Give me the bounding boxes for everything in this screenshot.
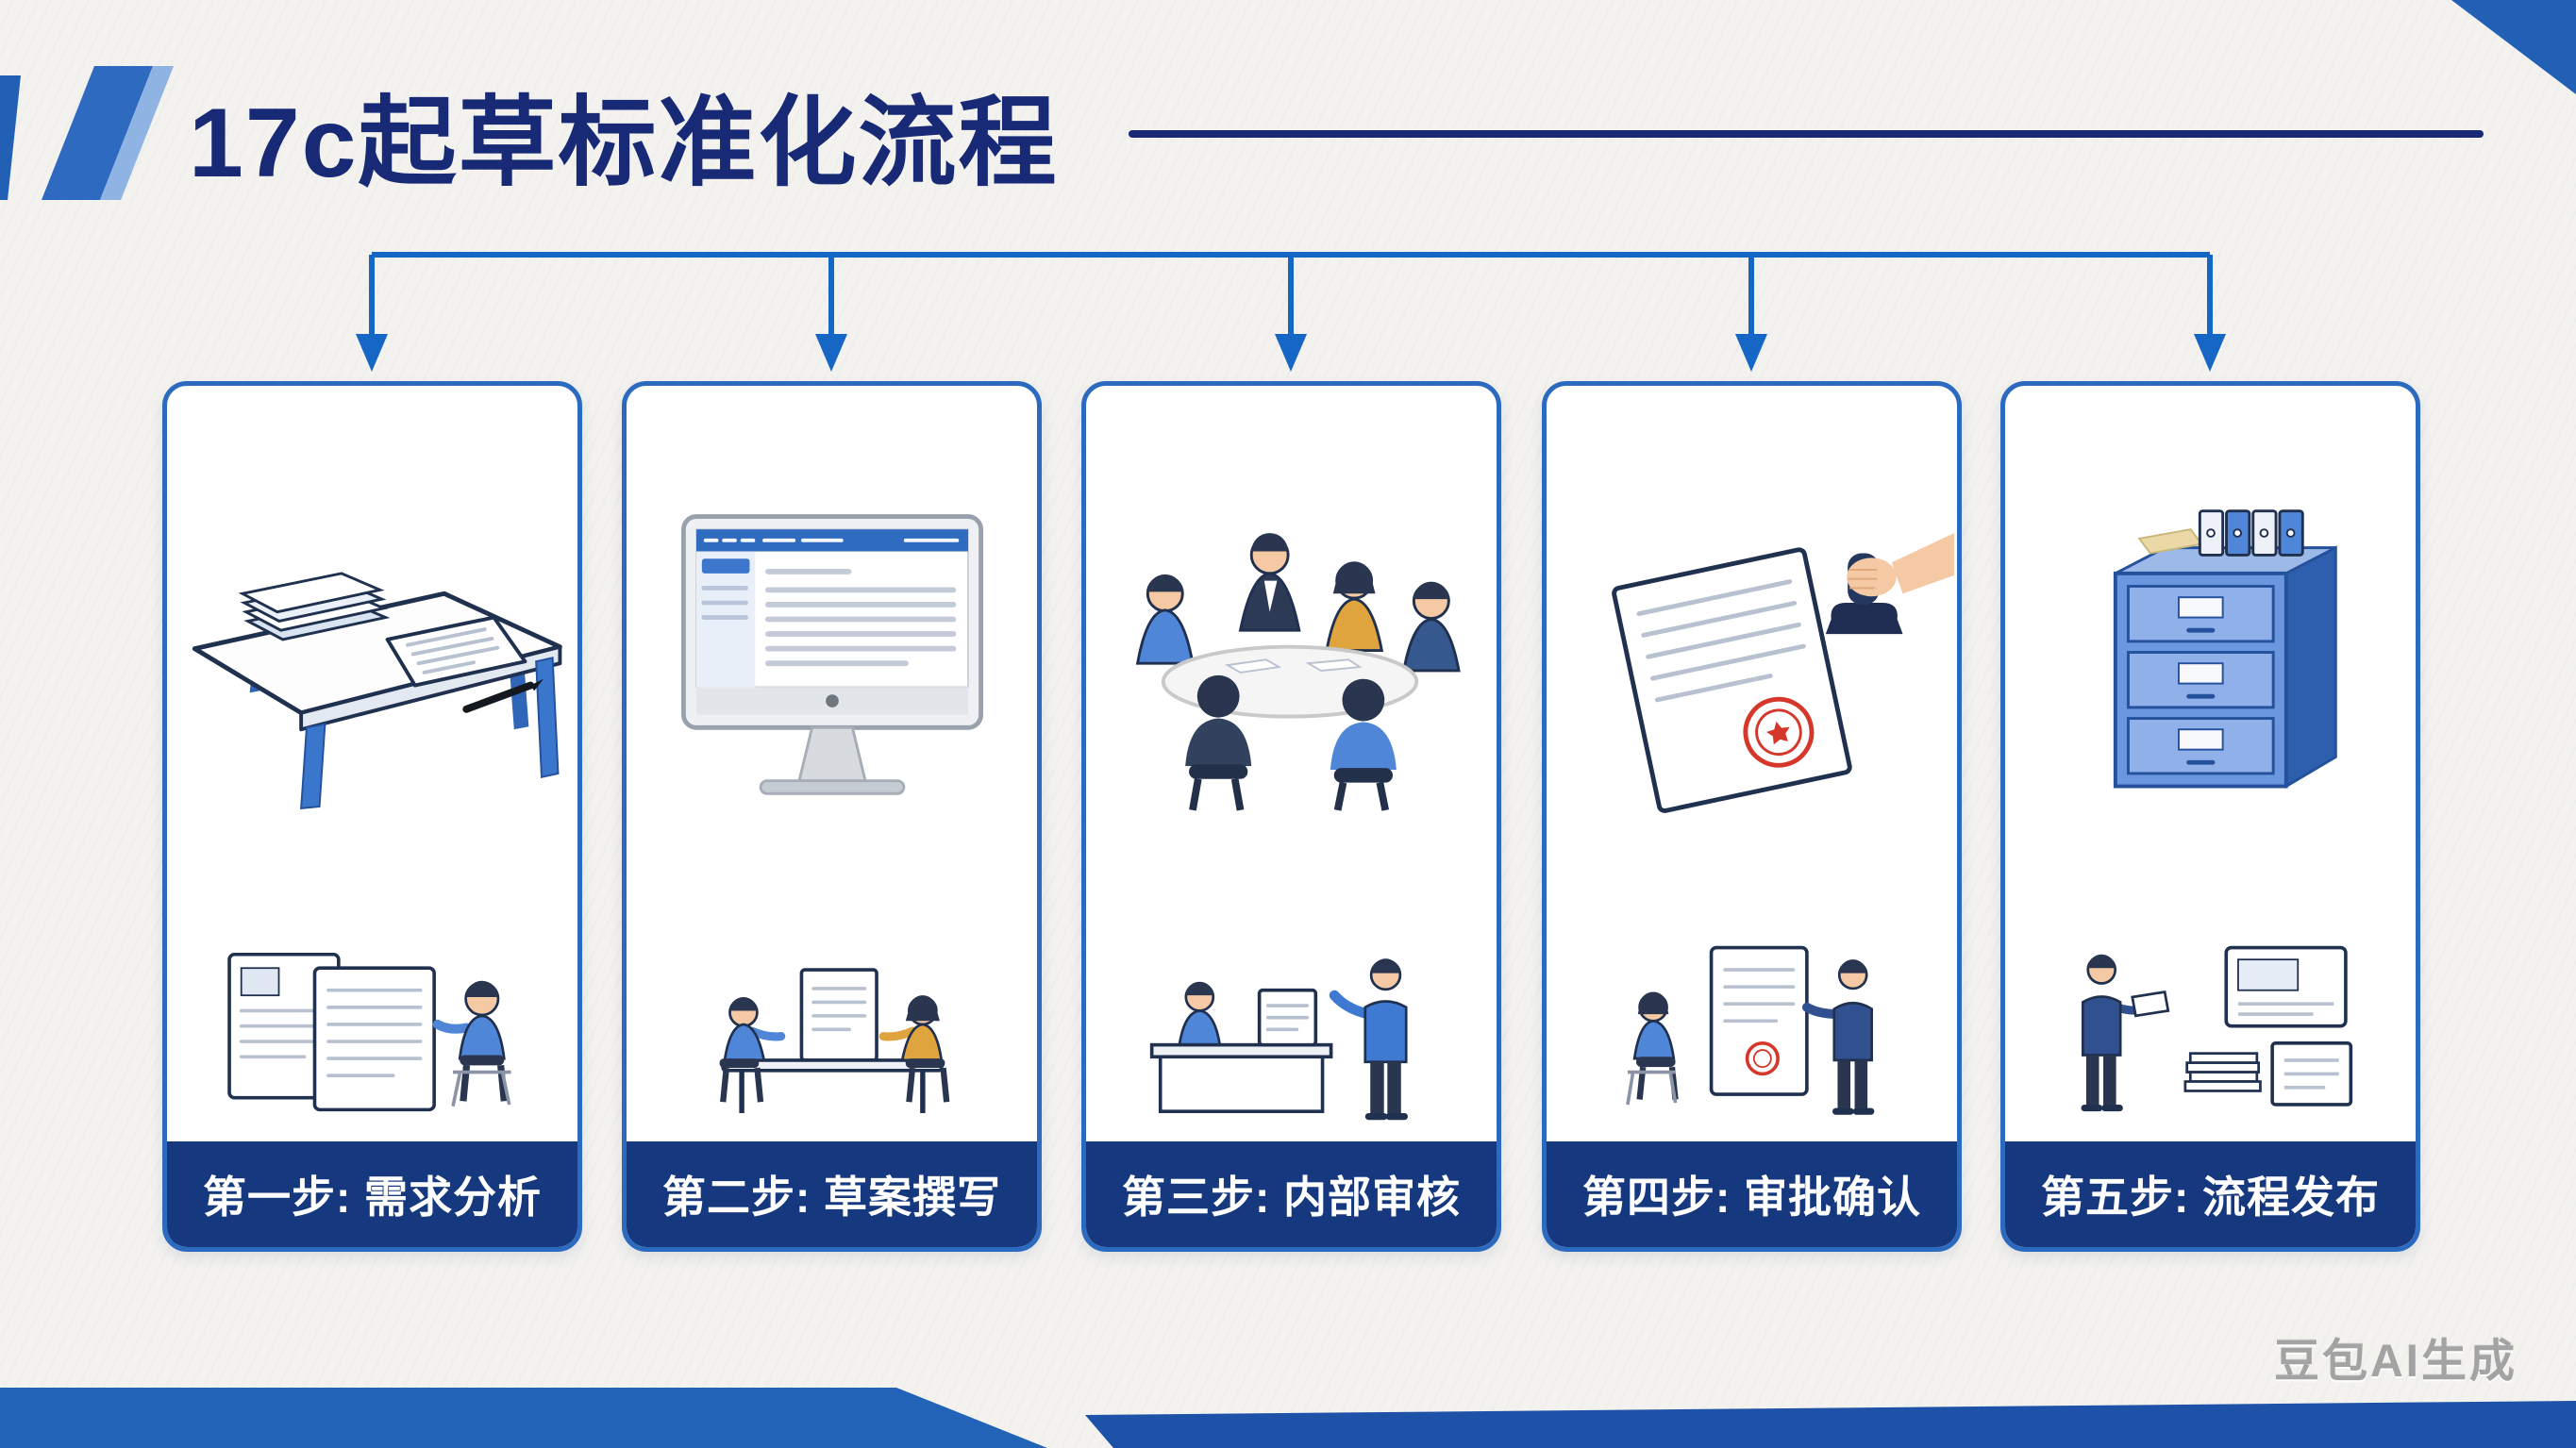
step5-label-bar: 第五步: 流程发布 bbox=[2005, 1141, 2416, 1247]
step5-main-illustration-area bbox=[2005, 386, 2416, 915]
step4-label-text: 第四步: 审批确认 bbox=[1581, 1173, 1922, 1222]
step5-label-text: 第五步: 流程发布 bbox=[2040, 1173, 2381, 1222]
step-card-3: 第三步: 内部审核 bbox=[1081, 381, 1501, 1252]
two-people-discussing-draft-illustration bbox=[719, 968, 949, 1113]
step-card-5: 第五步: 流程发布 bbox=[2000, 381, 2420, 1252]
document-stamping-illustration bbox=[1611, 533, 1954, 814]
person-archiving-documents-illustration bbox=[2081, 945, 2352, 1112]
page-title: 17c起草标准化流程 bbox=[189, 89, 1059, 198]
bottom-stripe-decoration bbox=[0, 1388, 2576, 1448]
watermark: 豆包AI生成 bbox=[2273, 1337, 2517, 1387]
reviewer-desk-presenter-illustration bbox=[1149, 958, 1408, 1121]
step1-label-text: 第一步: 需求分析 bbox=[202, 1173, 543, 1222]
corner-decoration-top-left bbox=[0, 66, 174, 200]
step4-main-illustration-area bbox=[1547, 386, 1957, 915]
step3-label-text: 第三步: 内部审核 bbox=[1121, 1173, 1462, 1222]
corner-decoration-top-right bbox=[2451, 0, 2576, 94]
step3-sub-illustration-area bbox=[1086, 915, 1497, 1149]
step1-sub-illustration-area bbox=[167, 915, 577, 1149]
step-card-1: 第一步: 需求分析 bbox=[162, 381, 582, 1252]
step1-main-illustration-area bbox=[167, 386, 577, 915]
step4-sub-illustration-area bbox=[1547, 915, 1957, 1149]
step1-label-bar: 第一步: 需求分析 bbox=[167, 1141, 577, 1247]
title-rule bbox=[1129, 130, 2484, 138]
step2-label-text: 第二步: 草案撰写 bbox=[661, 1173, 1002, 1222]
step5-sub-illustration-area bbox=[2005, 915, 2416, 1149]
step2-main-illustration-area bbox=[627, 386, 1037, 915]
step3-label-bar: 第三步: 内部审核 bbox=[1086, 1141, 1497, 1247]
person-reviewing-documents-illustration bbox=[226, 952, 511, 1112]
step-card-2: 第二步: 草案撰写 bbox=[622, 381, 1042, 1252]
step4-label-bar: 第四步: 审批确认 bbox=[1547, 1141, 1957, 1247]
step2-sub-illustration-area bbox=[627, 915, 1037, 1149]
computer-word-processor-illustration bbox=[680, 514, 983, 795]
people-with-sealed-document-illustration bbox=[1625, 945, 1874, 1115]
step2-label-bar: 第二步: 草案撰写 bbox=[627, 1141, 1037, 1247]
step3-main-illustration-area bbox=[1086, 386, 1497, 915]
step-card-4: 第四步: 审批确认 bbox=[1542, 381, 1962, 1252]
desk-documents-pen-illustration bbox=[192, 572, 562, 810]
filing-cabinet-illustration bbox=[2113, 509, 2337, 790]
team-meeting-illustration bbox=[1135, 533, 1461, 811]
